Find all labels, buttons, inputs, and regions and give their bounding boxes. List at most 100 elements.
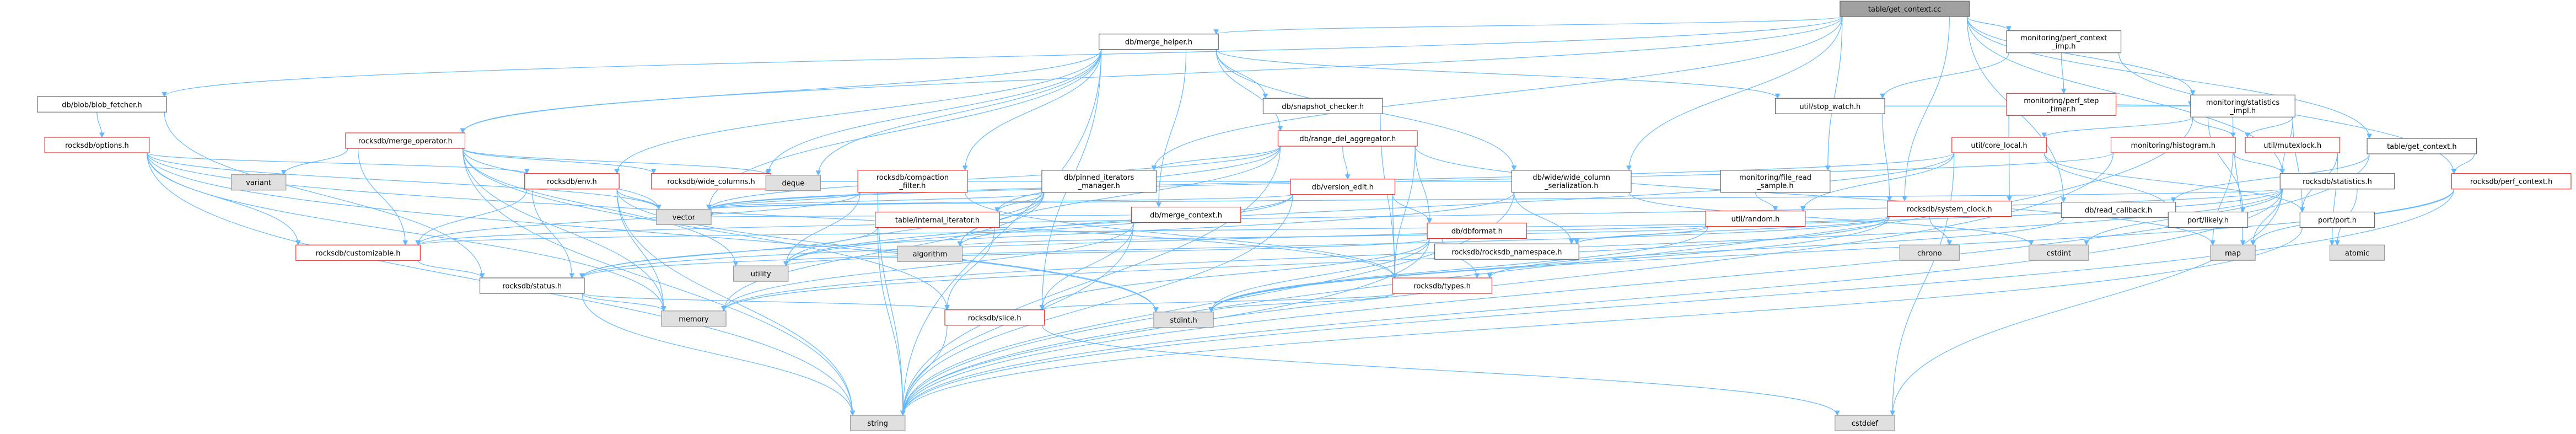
node-box — [2029, 244, 2089, 261]
node-label: rocksdb/slice.h — [968, 314, 1021, 323]
node-cstddef[interactable]: cstddef — [1835, 415, 1895, 431]
node-histogram[interactable]: monitoring/histogram.h — [2110, 137, 2236, 153]
node-root[interactable]: table/get_context.cc — [1840, 1, 1970, 17]
node-system-clock[interactable]: rocksdb/system_clock.h — [1886, 200, 2012, 217]
node-label: rocksdb/env.h — [547, 178, 597, 186]
node-label: string — [868, 420, 888, 428]
node-chrono[interactable]: chrono — [1899, 244, 1960, 261]
edge-merge-helper-to-wide-columns — [766, 49, 1102, 174]
node-map[interactable]: map — [2210, 244, 2256, 261]
node-box — [651, 173, 771, 190]
node-box — [1511, 170, 1632, 193]
node-merge-operator[interactable]: rocksdb/merge_operator.h — [345, 132, 466, 149]
edge-customizable-to-status — [417, 260, 485, 279]
node-read-callback[interactable]: db/read_callback.h — [2061, 201, 2176, 218]
node-types[interactable]: rocksdb/types.h — [1392, 277, 1492, 294]
edge-blob-fetcher-to-options — [96, 112, 105, 138]
node-stdint[interactable]: stdint.h — [1153, 312, 1214, 328]
node-pinned-iter[interactable]: db/pinned_iterators_manager.h — [1041, 170, 1157, 193]
node-string[interactable]: string — [850, 415, 906, 431]
node-box — [44, 137, 150, 153]
node-label: map — [2225, 249, 2241, 258]
node-internal-iter[interactable]: table/internal_iterator.h — [875, 211, 1000, 228]
node-wide-col-ser[interactable]: db/wide/wide_column_serialization.h — [1511, 170, 1632, 193]
node-label: db/snapshot_checker.h — [1282, 103, 1364, 111]
node-box — [2190, 94, 2295, 117]
edge-stats-impl-to-port — [2292, 117, 2305, 213]
node-compaction-filter[interactable]: rocksdb/compaction_filter.h — [857, 170, 968, 193]
node-label: algorithm — [913, 250, 948, 259]
edge-file-read-sample-to-random — [1755, 192, 1778, 212]
node-stop-watch[interactable]: util/stop_watch.h — [1774, 98, 1885, 114]
edge-merge-helper-to-snapshot-checker — [1216, 49, 1268, 99]
node-label: rocksdb/types.h — [1413, 282, 1471, 291]
edge-types-to-stdint — [1208, 293, 1395, 313]
node-slice[interactable]: rocksdb/slice.h — [944, 309, 1045, 326]
edge-random-to-algorithm — [957, 226, 1708, 247]
node-ns[interactable]: rocksdb/rocksdb_namespace.h — [1434, 243, 1579, 260]
edge-env-to-stdint — [616, 189, 1159, 313]
node-statistics[interactable]: rocksdb/statistics.h — [2279, 173, 2395, 190]
node-status[interactable]: rocksdb/status.h — [479, 277, 585, 294]
node-box — [524, 173, 620, 190]
node-box — [1951, 137, 2047, 153]
node-label: memory — [679, 315, 709, 324]
edge-types-to-slice — [1039, 293, 1395, 310]
edge-env-to-status — [531, 189, 575, 279]
edge-merge-helper-to-merge-context — [1156, 49, 1187, 208]
node-label: _serialization.h — [1544, 182, 1598, 190]
edge-merge-helper-to-env — [614, 49, 1102, 174]
node-perf-step-timer[interactable]: monitoring/perf_step_timer.h — [2006, 93, 2117, 116]
node-box — [1290, 179, 1396, 195]
node-likely[interactable]: port/likely.h — [2168, 211, 2249, 228]
node-perf-context[interactable]: rocksdb/perf_context.h — [2451, 173, 2572, 190]
node-core-local[interactable]: util/core_local.h — [1951, 137, 2047, 153]
node-version-edit[interactable]: db/version_edit.h — [1290, 179, 1396, 195]
node-label: variant — [246, 179, 271, 187]
node-perf-ctx-imp[interactable]: monitoring/perf_context_imp.h — [2006, 30, 2122, 53]
edge-system-clock-to-memory — [721, 216, 1890, 312]
node-options[interactable]: rocksdb/options.h — [44, 137, 150, 153]
node-box — [1277, 130, 1418, 147]
node-algorithm[interactable]: algorithm — [897, 245, 963, 262]
node-wide-columns[interactable]: rocksdb/wide_columns.h — [651, 173, 771, 190]
node-vector[interactable]: vector — [656, 208, 712, 226]
node-get-context-h[interactable]: table/get_context.h — [2367, 138, 2477, 154]
node-cstdint[interactable]: cstdint — [2029, 244, 2089, 261]
edge-slice-to-cstddef — [1041, 325, 1840, 416]
node-mutexlock[interactable]: util/mutexlock.h — [2245, 137, 2341, 153]
node-box — [857, 170, 968, 193]
node-utility[interactable]: utility — [733, 265, 789, 282]
node-stats-impl[interactable]: monitoring/statistics_impl.h — [2190, 94, 2295, 117]
edge-compaction-filter-to-types — [965, 192, 1397, 279]
node-customizable[interactable]: rocksdb/customizable.h — [295, 244, 421, 261]
node-env[interactable]: rocksdb/env.h — [524, 173, 620, 190]
node-variant[interactable]: variant — [230, 174, 287, 191]
node-box — [1262, 98, 1383, 114]
node-file-read-sample[interactable]: monitoring/file_read_sample.h — [1720, 170, 1831, 193]
node-range-del-agg[interactable]: db/range_del_aggregator.h — [1277, 130, 1418, 147]
node-blob-fetcher[interactable]: db/blob/blob_fetcher.h — [37, 96, 167, 112]
edge-stats-impl-to-string — [900, 117, 2193, 416]
node-label: _manager.h — [1078, 182, 1120, 190]
node-atomic[interactable]: atomic — [2329, 244, 2385, 261]
edge-core-local-to-random — [1800, 152, 1955, 212]
edge-env-to-customizable — [415, 189, 528, 246]
node-random[interactable]: util/random.h — [1705, 210, 1806, 227]
node-merge-helper[interactable]: db/merge_helper.h — [1099, 34, 1219, 50]
node-label: _filter.h — [899, 182, 926, 190]
node-label: util/random.h — [1731, 215, 1780, 223]
edge-merge-operator-to-variant — [281, 148, 348, 175]
node-deque[interactable]: deque — [765, 175, 821, 191]
node-port[interactable]: port/port.h — [2299, 211, 2375, 228]
node-merge-context[interactable]: db/merge_context.h — [1131, 206, 1241, 223]
node-label: port/likely.h — [2187, 216, 2229, 224]
node-label: _timer.h — [2046, 105, 2075, 114]
edge-compaction-filter-to-vector — [706, 192, 861, 210]
edge-range-del-agg-to-types — [1392, 146, 1416, 279]
node-memory[interactable]: memory — [661, 310, 727, 327]
node-snapshot-checker[interactable]: db/snapshot_checker.h — [1262, 98, 1383, 114]
node-label: rocksdb/status.h — [502, 282, 562, 291]
node-dbformat[interactable]: db/dbformat.h — [1427, 222, 1528, 239]
node-label: monitoring/perf_step — [2024, 97, 2099, 105]
